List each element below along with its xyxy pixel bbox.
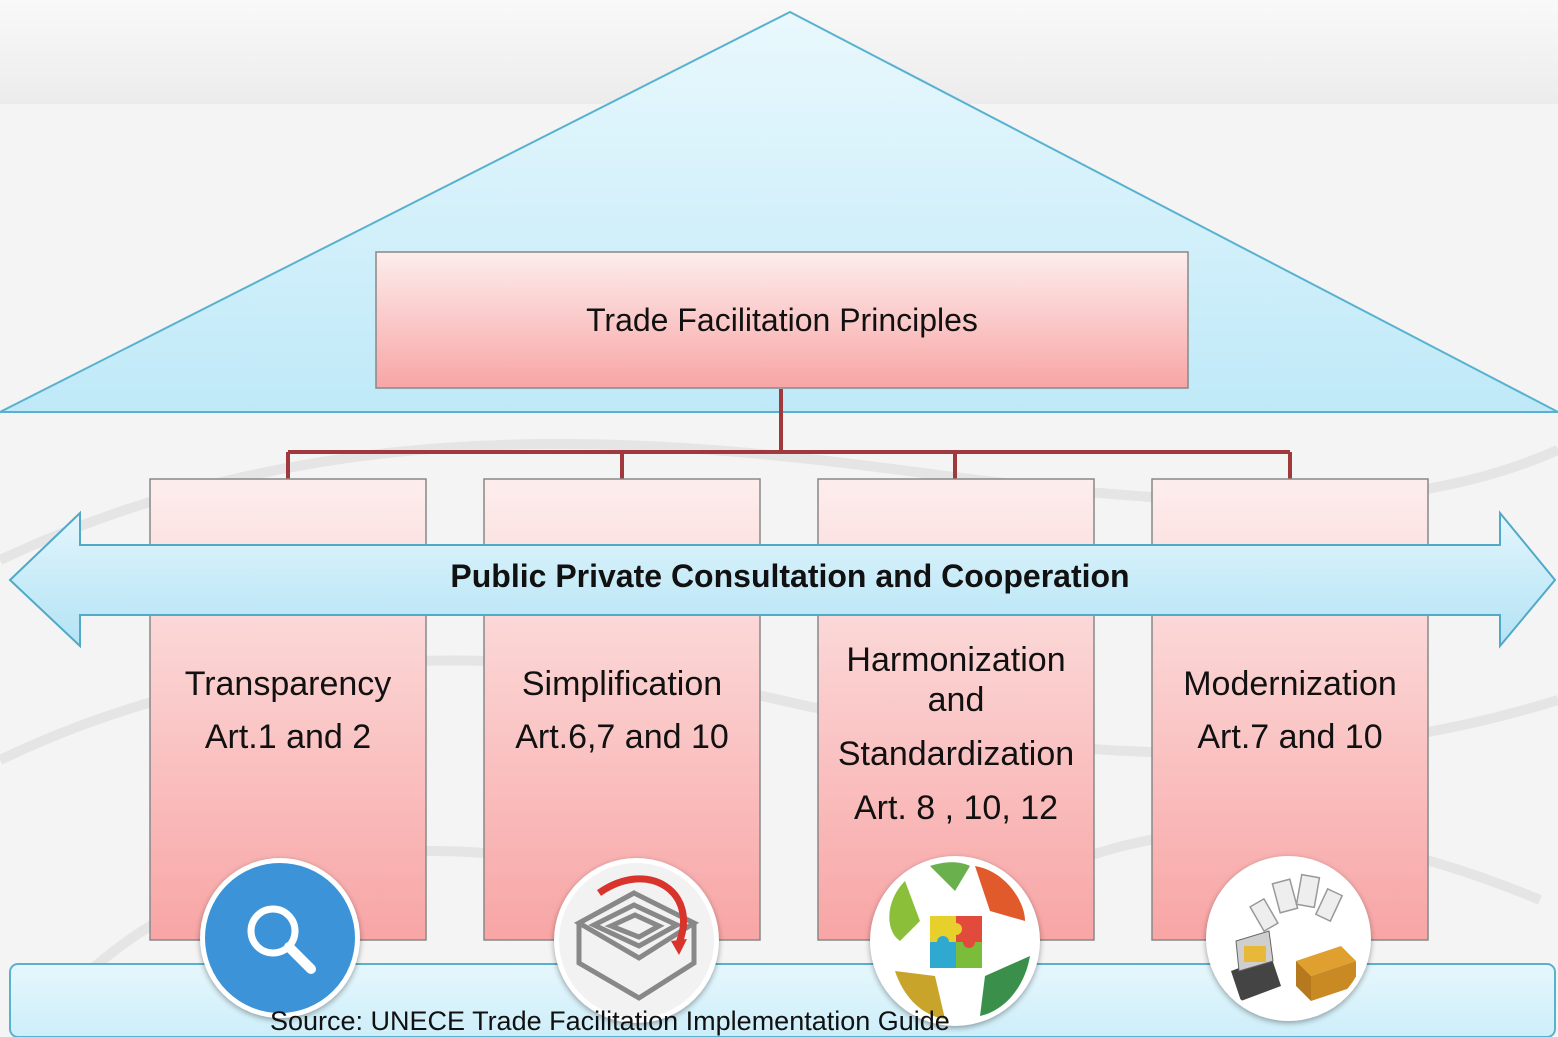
connector-lines	[286, 389, 1292, 479]
pillar-simplification: Simplification Art.6,7 and 10	[484, 658, 760, 763]
double-arrow	[8, 510, 1557, 649]
title-box	[375, 251, 1189, 389]
pillar-name-line1: Harmonization	[846, 641, 1066, 679]
pillar-articles: Art.1 and 2	[204, 717, 372, 756]
pillar-name: Transparency	[184, 665, 392, 703]
source-caption: Source: UNECE Trade Facilitation Impleme…	[270, 1006, 950, 1036]
pillar-transparency: Transparency Art.1 and 2	[150, 658, 426, 763]
cross-cutting-label: Public Private Consultation and Cooperat…	[450, 558, 1130, 594]
pillar-name-line3: Standardization	[837, 735, 1075, 774]
maze-icon	[554, 858, 719, 1023]
magnifier-icon	[200, 858, 360, 1018]
puzzle-icon	[870, 856, 1040, 1026]
pillar-name-line2: and	[927, 681, 985, 720]
diagram-title: Trade Facilitation Principles	[586, 301, 978, 338]
pillar-articles: Art. 8 , 10, 12	[853, 789, 1059, 828]
base-bar	[9, 963, 1556, 1037]
pillar-harmonization: Harmonization and Standardization Art. 8…	[818, 640, 1094, 828]
pillar-articles: Art.7 and 10	[1197, 717, 1383, 756]
pillar-articles: Art.6,7 and 10	[515, 717, 729, 756]
computer-documents-icon	[1206, 856, 1371, 1021]
pillar-modernization: Modernization Art.7 and 10	[1152, 658, 1428, 763]
pillar-name: Modernization	[1183, 665, 1397, 703]
pillar-name: Simplification	[521, 665, 723, 703]
